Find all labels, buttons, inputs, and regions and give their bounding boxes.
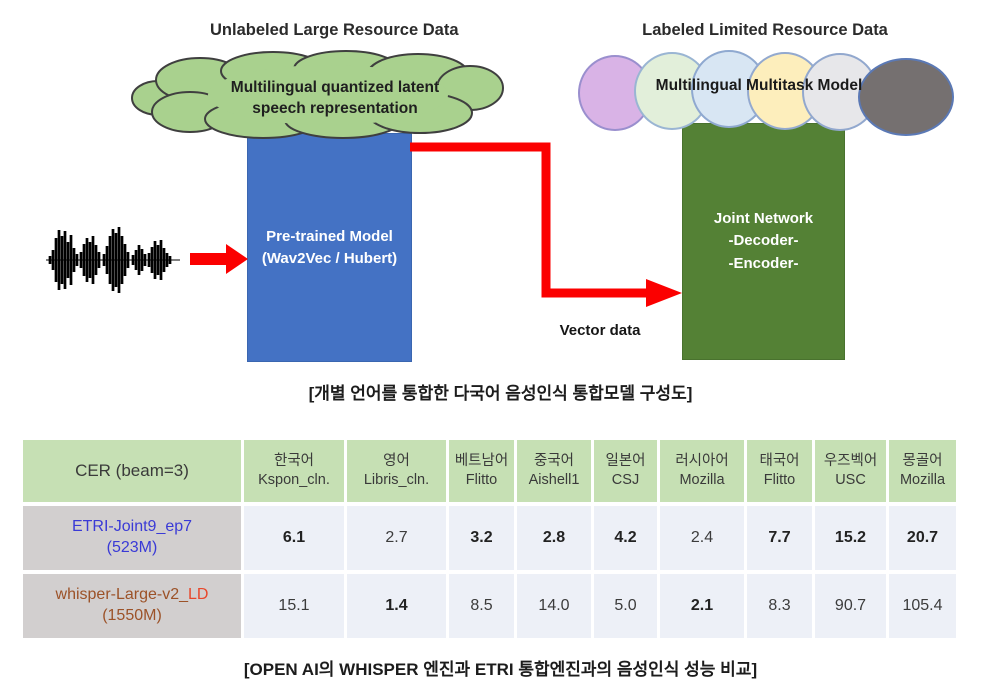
table-cell: 15.1	[244, 574, 344, 638]
table-cell: 15.2	[815, 506, 886, 570]
table-cell: 8.5	[449, 574, 514, 638]
labeled-data-title: Labeled Limited Resource Data	[642, 21, 888, 39]
whisper-model-main: whisper-Large-v2_	[55, 586, 189, 604]
col-dataset: Mozilla	[899, 472, 946, 488]
col-lang: 한국어	[273, 453, 315, 470]
col-dataset: CSJ	[611, 472, 640, 488]
col-header-mongolian: 몽골어 Mozilla	[889, 440, 956, 502]
diagram-caption: [개별 언어를 통합한 다국어 음성인식 통합모델 구성도]	[308, 384, 693, 403]
audio-waveform-icon	[46, 227, 180, 293]
col-lang: 베트남어	[454, 453, 509, 470]
table-cell: 8.3	[747, 574, 812, 638]
table-cell: 90.7	[815, 574, 886, 638]
cloud-label-line2: speech representation	[252, 99, 418, 117]
whisper-model-size: (1550M)	[102, 607, 162, 624]
row-label-etri: ETRI-Joint9_ep7 (523M)	[23, 506, 241, 570]
col-header-vietnamese: 베트남어 Flitto	[449, 440, 514, 502]
etri-model-size: (523M)	[106, 539, 158, 556]
pretrained-model-box: Pre-trained Model (Wav2Vec / Hubert)	[247, 133, 412, 362]
col-header-thai: 태국어 Flitto	[747, 440, 812, 502]
language-circle-darkgray	[858, 58, 954, 136]
col-header-korean: 한국어 Kspon_cln.	[244, 440, 344, 502]
col-header-english: 영어 Libris_cln.	[347, 440, 446, 502]
table-cell: 2.8	[517, 506, 591, 570]
table-cell: 2.7	[347, 506, 446, 570]
col-lang: 일본어	[605, 453, 646, 470]
row-label-whisper: whisper-Large-v2_LD (1550M)	[23, 574, 241, 638]
col-lang: 중국어	[533, 453, 575, 470]
col-dataset: Mozilla	[679, 472, 725, 488]
col-dataset: Kspon_cln.	[258, 472, 330, 488]
col-lang: 러시아어	[675, 453, 729, 470]
col-lang: 영어	[383, 453, 410, 470]
table-cell: 7.7	[747, 506, 812, 570]
table-cell: 3.2	[449, 506, 514, 570]
input-arrow-icon	[190, 244, 248, 274]
language-circle-purple	[578, 55, 652, 131]
pretrained-model-line1: Pre-trained Model	[266, 227, 393, 245]
etri-model-name: ETRI-Joint9_ep7	[71, 518, 193, 536]
whisper-model-suffix: LD	[188, 586, 209, 604]
col-lang: 태국어	[759, 453, 800, 470]
table-caption: [OPEN AI의 WHISPER 엔진과 ETRI 통합엔진과의 음성인식 성…	[243, 660, 758, 679]
table-cell: 14.0	[517, 574, 591, 638]
col-dataset: Aishell1	[528, 472, 580, 488]
table-cell: 20.7	[889, 506, 956, 570]
col-lang: 몽골어	[902, 453, 943, 470]
table-cell: 6.1	[244, 506, 344, 570]
col-dataset: Flitto	[763, 472, 796, 488]
cloud-label-line1: Multilingual quantized latent	[230, 79, 440, 96]
cer-comparison-table: CER (beam=3) 한국어 Kspon_cln. 영어 Libris_cl…	[23, 440, 956, 638]
table-cell: 5.0	[594, 574, 657, 638]
multitask-model-label: Multilingual Multitask Model	[655, 77, 863, 94]
joint-network-line1: Joint Network	[713, 209, 814, 227]
joint-network-line2: -Decoder-	[728, 232, 799, 250]
joint-network-box: Joint Network -Decoder- -Encoder-	[682, 123, 845, 360]
col-dataset: Flitto	[465, 472, 498, 488]
col-lang: 우즈벡어	[823, 453, 878, 470]
vector-data-label: Vector data	[559, 322, 641, 339]
joint-network-line3: -Encoder-	[728, 254, 799, 272]
col-dataset: Libris_cln.	[363, 472, 430, 488]
table-cell: 1.4	[347, 574, 446, 638]
table-cell: 2.1	[660, 574, 744, 638]
table-cell: 2.4	[660, 506, 744, 570]
table-cell: 105.4	[889, 574, 956, 638]
col-header-japanese: 일본어 CSJ	[594, 440, 657, 502]
table-corner-header: CER (beam=3)	[23, 440, 241, 502]
table-cell: 4.2	[594, 506, 657, 570]
cloud-shape	[131, 50, 504, 139]
col-header-chinese: 중국어 Aishell1	[517, 440, 591, 502]
pretrained-model-line2: (Wav2Vec / Hubert)	[261, 249, 398, 267]
cloud-label: Multilingual quantized latent speech rep…	[180, 78, 490, 120]
col-header-russian: 러시아어 Mozilla	[660, 440, 744, 502]
col-header-uzbek: 우즈벡어 USC	[815, 440, 886, 502]
vector-data-arrow-icon	[410, 142, 682, 307]
whisper-model-name: whisper-Large-v2_LD	[56, 585, 209, 606]
col-dataset: USC	[835, 472, 866, 488]
unlabeled-data-title: Unlabeled Large Resource Data	[210, 21, 459, 39]
